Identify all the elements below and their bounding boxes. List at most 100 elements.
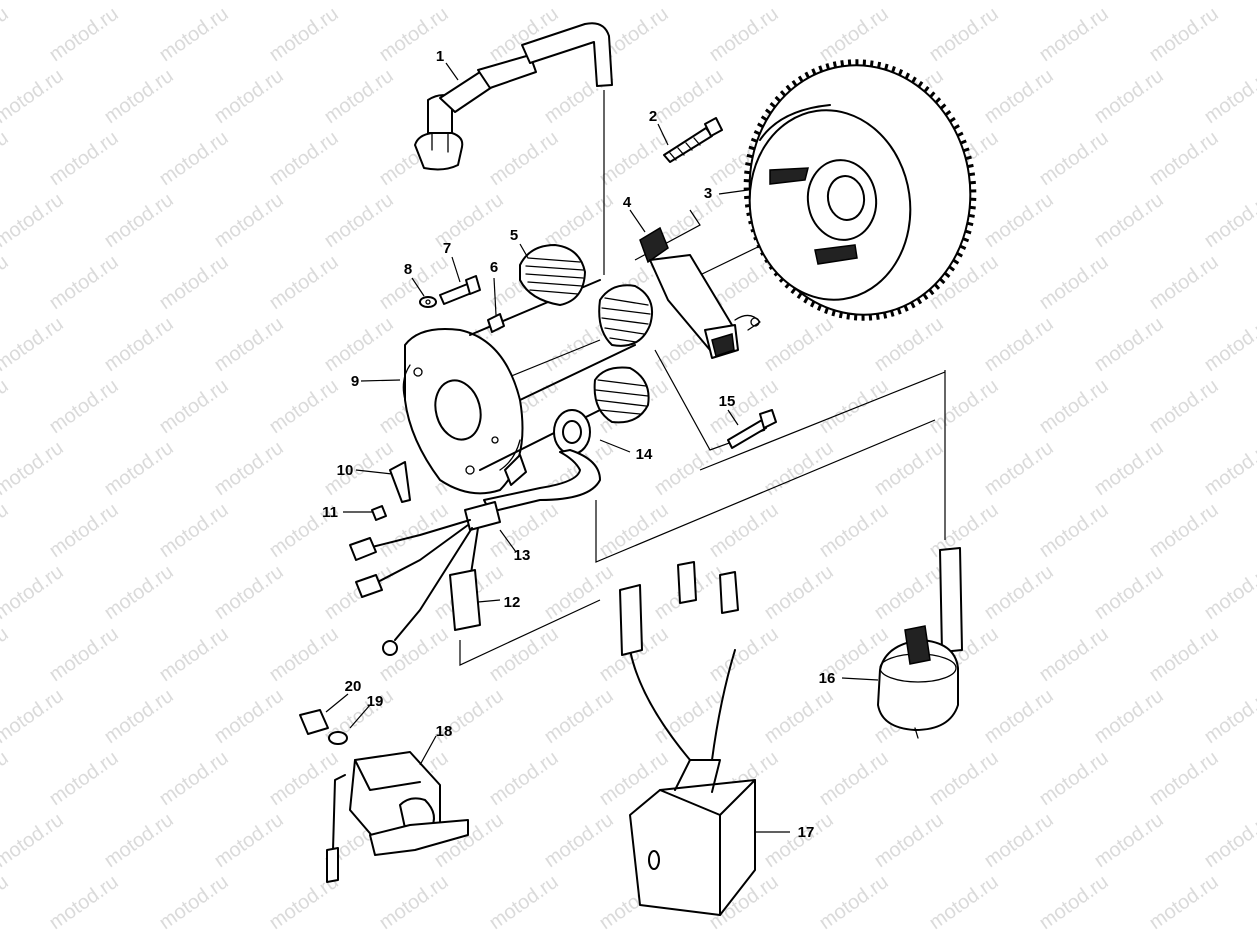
watermark-text: motod.ru	[1035, 375, 1112, 438]
watermark-text: motod.ru	[265, 251, 342, 314]
cdi-box	[619, 561, 756, 916]
watermark-text: motod.ru	[100, 0, 177, 4]
callout-11: 11	[322, 504, 338, 521]
watermark-text: motod.ru	[0, 437, 68, 500]
watermark-text: motod.ru	[265, 3, 342, 66]
callout-10: 10	[337, 462, 354, 479]
watermark-text: motod.ru	[980, 685, 1057, 748]
watermark-text: motod.ru	[210, 809, 287, 872]
watermark-text: motod.ru	[1200, 685, 1257, 748]
callout-6: 6	[490, 259, 498, 276]
watermark-text: motod.ru	[595, 127, 672, 190]
watermark-text: motod.ru	[1090, 809, 1167, 872]
watermark-text: motod.ru	[1145, 375, 1222, 438]
watermark-text: motod.ru	[815, 375, 892, 438]
watermark-text: motod.ru	[1145, 251, 1222, 314]
watermark-text: motod.ru	[45, 127, 122, 190]
watermark-text: motod.ru	[1200, 437, 1257, 500]
callout-18: 18	[436, 723, 453, 740]
callout-12: 12	[504, 594, 521, 611]
watermark-text: motod.ru	[1035, 3, 1112, 66]
watermark-text: motod.ru	[1200, 189, 1257, 252]
watermark-text: motod.ru	[0, 747, 13, 810]
callout-labels: 1 2 3 4 5 6 7 8 9 10 11 12 13 14 15 16 1…	[322, 48, 835, 841]
watermark-text: motod.ru	[1145, 623, 1222, 686]
watermark-text: motod.ru	[100, 189, 177, 252]
watermark-text: motod.ru	[650, 0, 727, 4]
gear-tooth	[840, 60, 845, 67]
watermark-text: motod.ru	[760, 313, 837, 376]
watermark-text: motod.ru	[320, 561, 397, 624]
watermark-text: motod.ru	[1090, 685, 1167, 748]
watermark-text: motod.ru	[650, 437, 727, 500]
watermark-text: motod.ru	[925, 871, 1002, 934]
watermark-text: motod.ru	[0, 561, 68, 624]
callout-8: 8	[404, 261, 412, 278]
watermark-text: motod.ru	[0, 313, 68, 376]
watermark-text: motod.ru	[1035, 251, 1112, 314]
watermark-text: motod.ru	[45, 251, 122, 314]
watermark-text: motod.ru	[265, 623, 342, 686]
watermark-text: motod.ru	[925, 3, 1002, 66]
callout-17: 17	[798, 824, 815, 841]
watermark-text: motod.ru	[705, 623, 782, 686]
spark-plug-cap	[414, 22, 613, 171]
solenoid	[299, 709, 469, 883]
watermark-text: motod.ru	[0, 127, 13, 190]
callout-5: 5	[510, 227, 518, 244]
watermark-text: motod.ru	[1090, 437, 1167, 500]
watermark-text: motod.ru	[155, 747, 232, 810]
watermark-text: motod.ru	[925, 375, 1002, 438]
watermark-text: motod.ru	[45, 871, 122, 934]
pulser-coil	[639, 226, 761, 359]
watermark-text: motod.ru	[210, 0, 287, 4]
callout-1: 1	[436, 48, 444, 65]
callout-14: 14	[636, 446, 653, 463]
watermark-text: motod.ru	[100, 809, 177, 872]
watermark-text: motod.ru	[815, 499, 892, 562]
watermark-text: motod.ru	[1035, 871, 1112, 934]
watermark-text: motod.ru	[980, 189, 1057, 252]
watermark-text: motod.ru	[705, 3, 782, 66]
watermark-text: motod.ru	[320, 0, 397, 4]
watermark-text: motod.ru	[1145, 499, 1222, 562]
watermark-text: motod.ru	[265, 747, 342, 810]
watermark-text: motod.ru	[815, 747, 892, 810]
watermark-text: motod.ru	[375, 499, 452, 562]
watermark-text: motod.ru	[1145, 747, 1222, 810]
watermark-text: motod.ru	[375, 871, 452, 934]
bracket-10-11	[371, 461, 411, 521]
watermark-text: motod.ru	[1090, 0, 1167, 4]
callout-2: 2	[649, 108, 657, 125]
watermark-text: motod.ru	[320, 189, 397, 252]
watermark-text: motod.ru	[760, 0, 837, 4]
ignition-coil	[877, 547, 963, 739]
watermark-text: motod.ru	[1200, 65, 1257, 128]
watermark-text: motod.ru	[265, 127, 342, 190]
watermark-text: motod.ru	[375, 251, 452, 314]
callout-20: 20	[345, 678, 362, 695]
watermark-text: motod.ru	[485, 747, 562, 810]
watermark-text: motod.ru	[155, 251, 232, 314]
watermark-text: motod.ru	[980, 561, 1057, 624]
watermark-text: motod.ru	[0, 3, 13, 66]
watermark-text: motod.ru	[210, 685, 287, 748]
watermark-text: motod.ru	[210, 561, 287, 624]
watermark-text: motod.ru	[540, 685, 617, 748]
watermark-text: motod.ru	[980, 65, 1057, 128]
watermark-text: motod.ru	[155, 3, 232, 66]
watermark-text: motod.ru	[430, 0, 507, 4]
watermark-text: motod.ru	[45, 747, 122, 810]
watermark-text: motod.ru	[925, 747, 1002, 810]
watermark-text: motod.ru	[760, 685, 837, 748]
watermark-text: motod.ru	[1035, 623, 1112, 686]
watermark-text: motod.ru	[1145, 871, 1222, 934]
watermark-text: motod.ru	[1200, 313, 1257, 376]
watermark-text: motod.ru	[100, 685, 177, 748]
callout-9: 9	[351, 373, 359, 390]
callout-7: 7	[443, 240, 451, 257]
watermark-text: motod.ru	[0, 0, 68, 4]
watermark-text: motod.ru	[155, 623, 232, 686]
callout-4: 4	[623, 194, 632, 211]
